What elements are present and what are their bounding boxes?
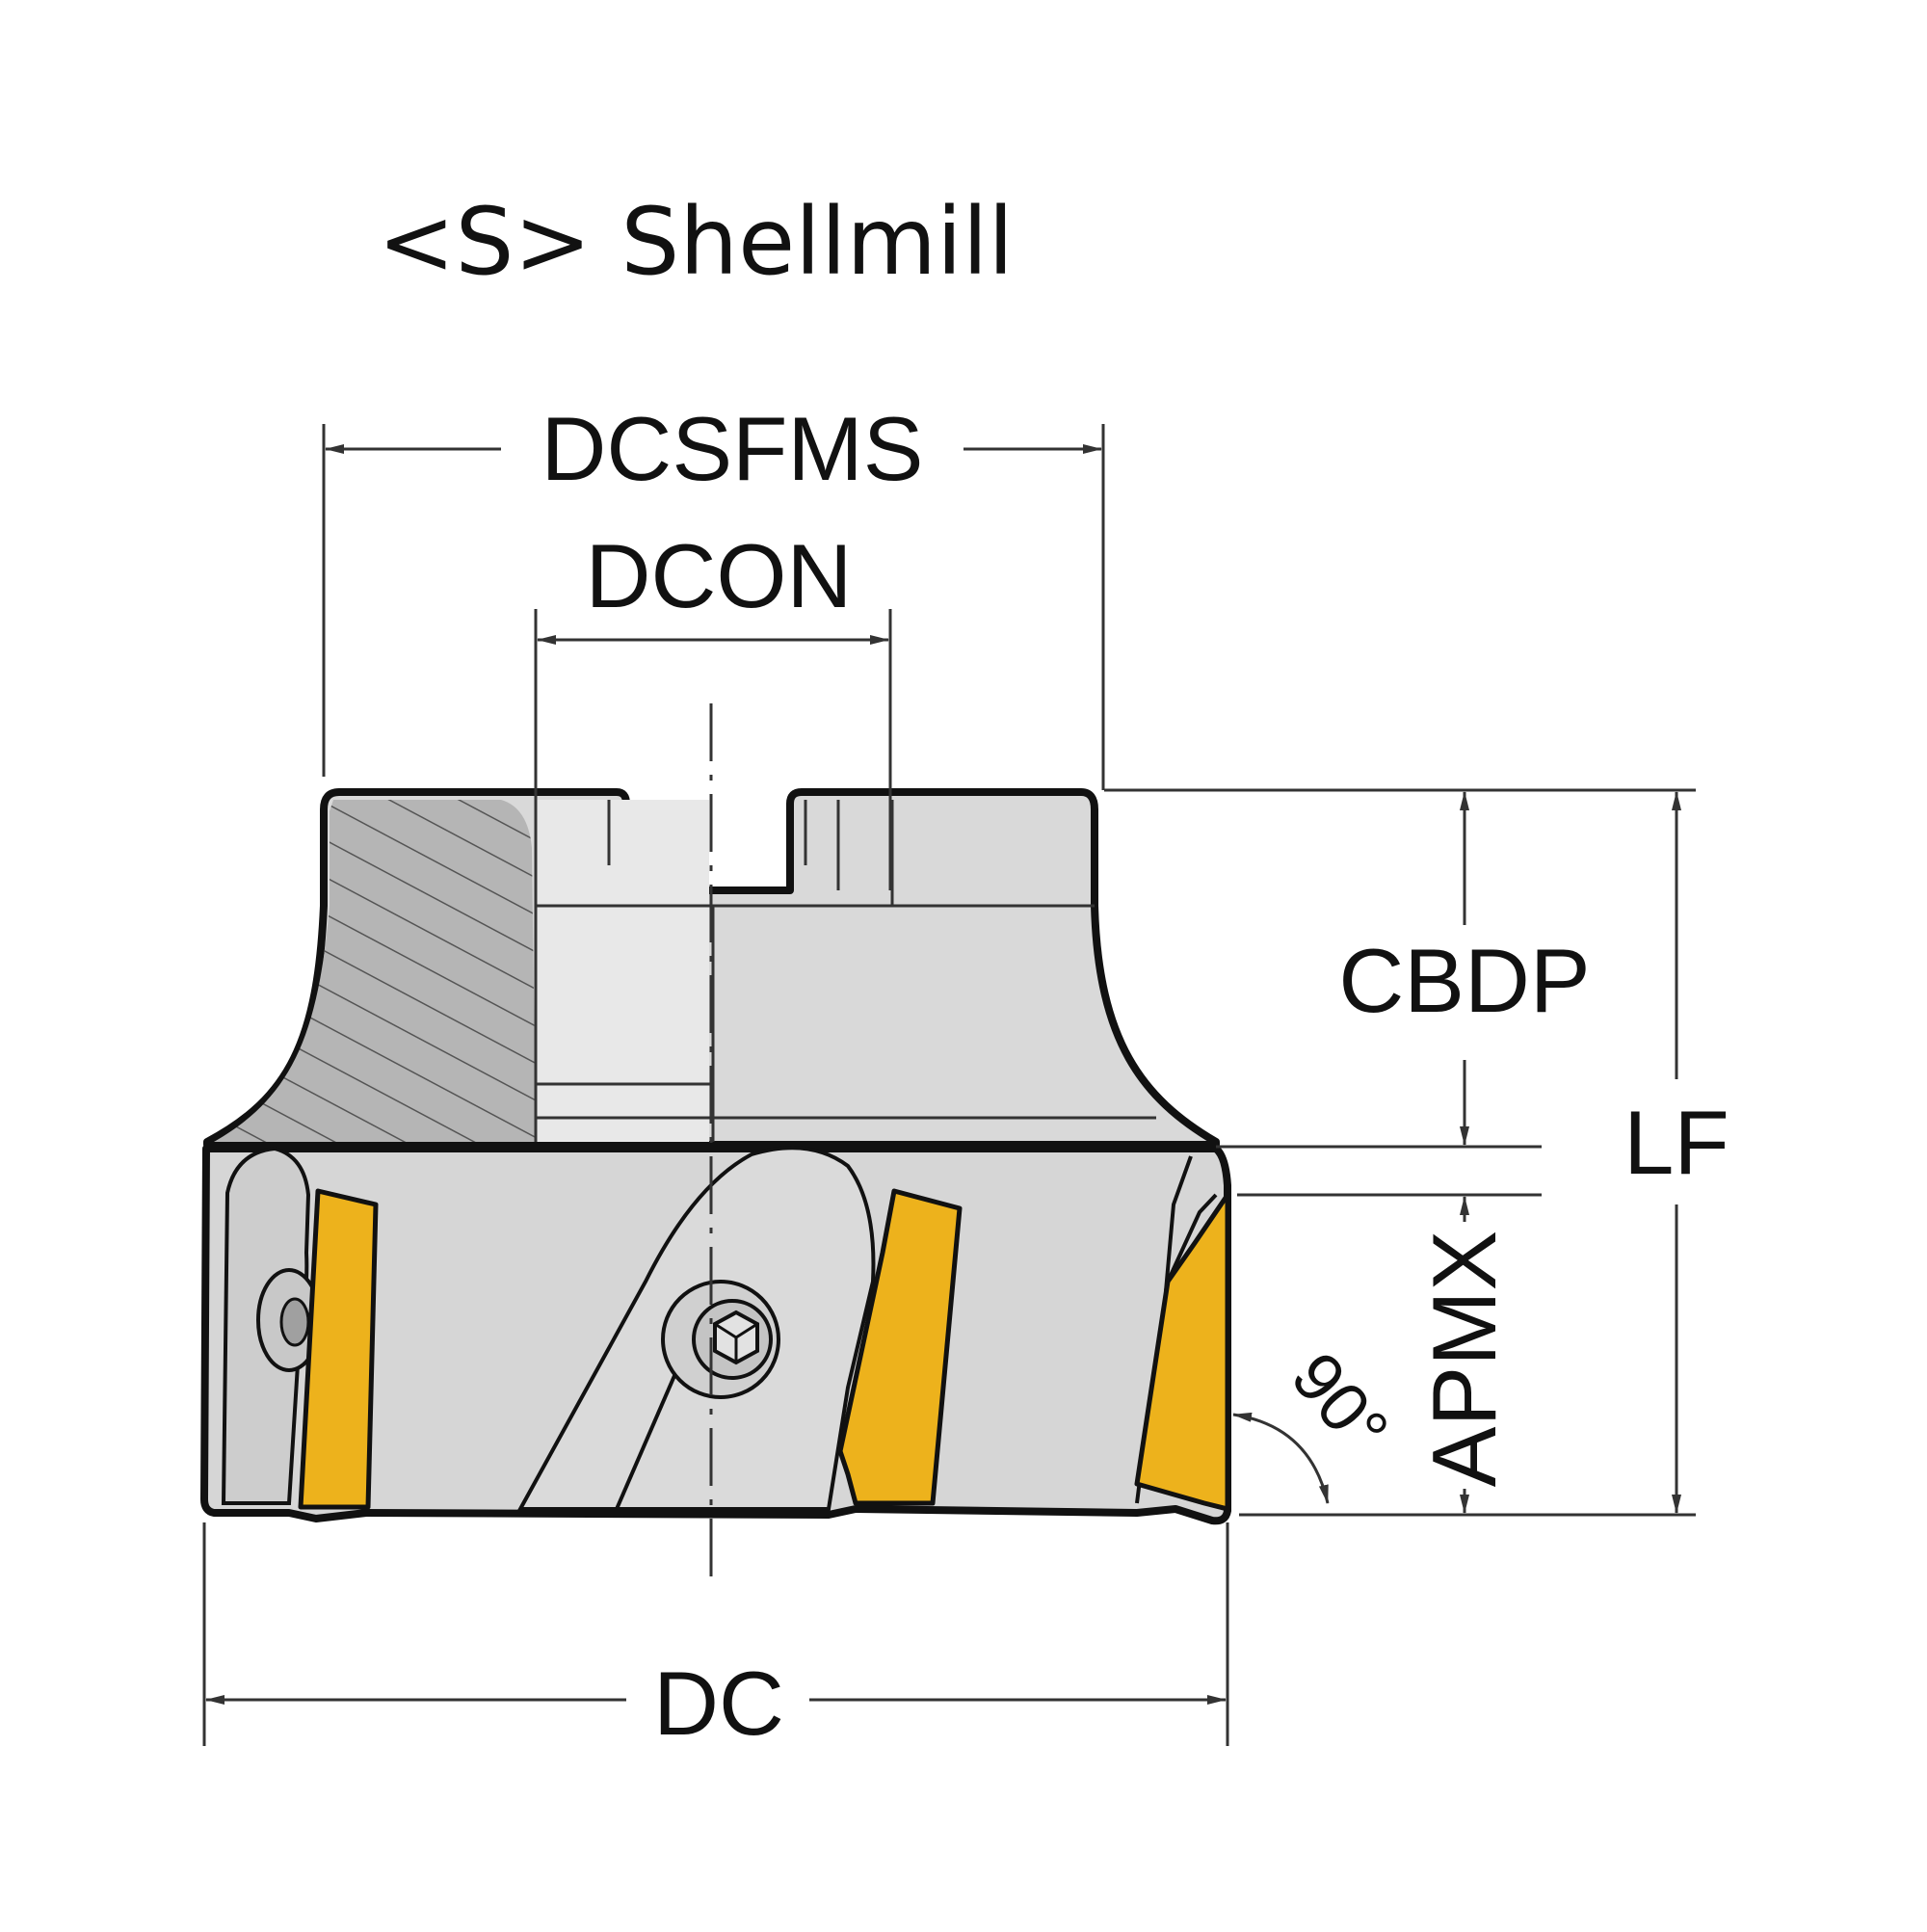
insert-center [837, 1188, 963, 1506]
diagram-title: <S> Shellmill [378, 188, 1014, 296]
center-screw [661, 1280, 780, 1399]
angle-label: 90° [1277, 1338, 1403, 1469]
dim-cbdp: CBDP [1338, 791, 1591, 1146]
insert-clamp [1166, 1193, 1218, 1283]
dim-apmx: APMX [1413, 1196, 1515, 1514]
apmx-label: APMX [1413, 1231, 1515, 1487]
flute-line [1164, 1155, 1193, 1292]
dim-angle: 90° [1232, 1338, 1403, 1504]
cbdp-label: CBDP [1338, 930, 1590, 1031]
insert-left [298, 1188, 379, 1510]
tool-body [200, 788, 1231, 1525]
dc-label: DC [653, 1653, 784, 1754]
bore-area [536, 800, 709, 1142]
dim-dc: DC [202, 1522, 1229, 1754]
dcsfms-label: DCSFMS [541, 398, 924, 499]
dim-extensions [1104, 788, 1696, 1517]
hatched-section [214, 800, 536, 1142]
lf-label: LF [1623, 1092, 1729, 1193]
dim-dcon: DCON [534, 525, 892, 890]
dim-dcsfms: DCSFMS [322, 398, 1105, 790]
dcon-label: DCON [586, 525, 853, 626]
insert-right [1134, 1192, 1230, 1512]
dim-lf: LF [1623, 791, 1729, 1514]
